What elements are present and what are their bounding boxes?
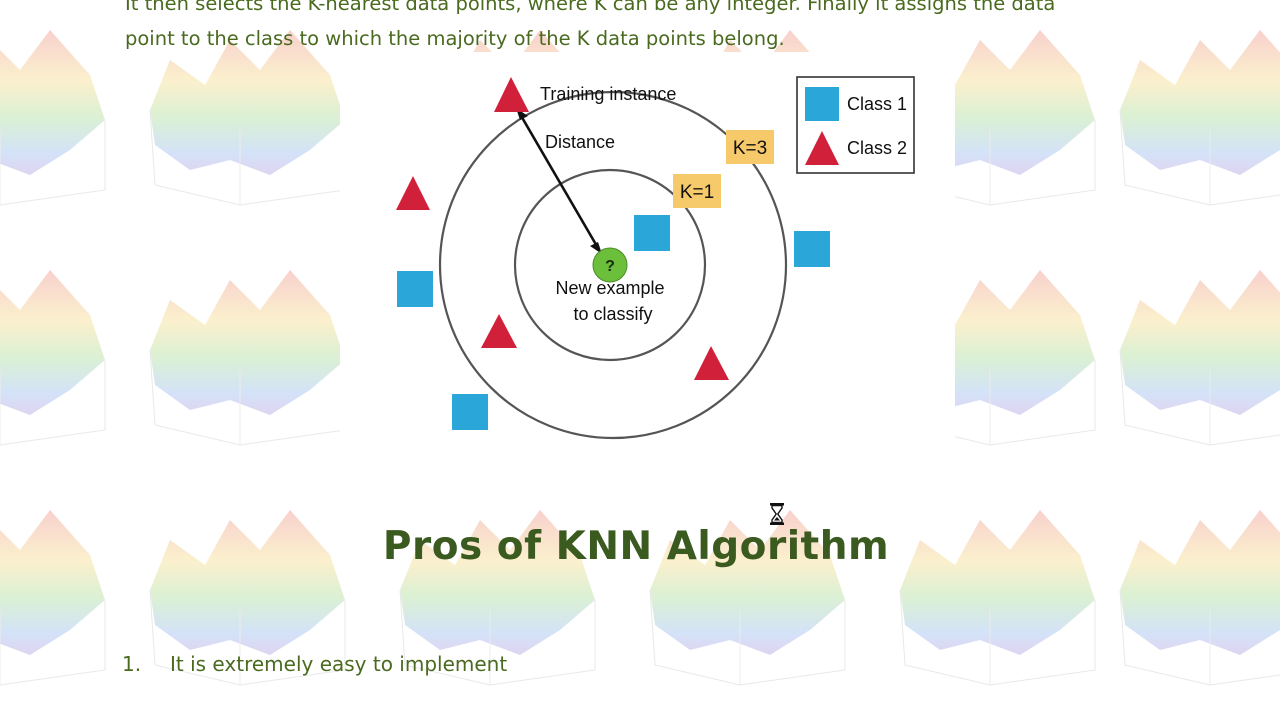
watermark-tile: [380, 480, 610, 690]
watermark-tile: [0, 0, 120, 210]
intro-line-1: It then selects the K-nearest data point…: [125, 0, 1056, 15]
class1-point: [397, 271, 433, 307]
k3-badge: [726, 130, 774, 164]
query-symbol: ?: [605, 258, 615, 275]
watermark-tile: [1100, 240, 1280, 450]
legend-class1-label: Class 1: [847, 94, 907, 114]
watermark-tile: [630, 480, 860, 690]
distance-label: Distance: [545, 132, 615, 152]
intro-paragraph: It then selects the K-nearest data point…: [125, 0, 1185, 56]
k1-badge: [673, 174, 721, 208]
pros-list: 1. It is extremely easy to implement: [122, 648, 507, 680]
section-title: Pros of KNN Algorithm: [382, 524, 890, 569]
knn-diagram: ? Training instance Distance New example…: [340, 52, 955, 470]
watermark-tile: [0, 480, 120, 690]
watermark-tile: [0, 240, 120, 450]
k3-circle: [438, 90, 788, 440]
distance-arrow-head-bottom: [590, 242, 602, 254]
watermark-tile: [130, 480, 360, 690]
k3-label: K=3: [733, 138, 767, 159]
watermark-tile: [1100, 480, 1280, 690]
training-instance-triangle: [494, 77, 529, 112]
class2-point: [481, 314, 517, 348]
training-instance-label: Training instance: [540, 84, 676, 104]
square-icon: [805, 87, 839, 121]
list-item-number: 1.: [122, 652, 142, 676]
knn-diagram-svg: ? Training instance Distance New example…: [396, 76, 915, 440]
triangle-icon: [805, 131, 839, 165]
new-example-point: [592, 247, 628, 283]
k1-label: K=1: [680, 182, 714, 203]
list-item: 1. It is extremely easy to implement: [122, 648, 507, 680]
distance-arrow: [518, 113, 600, 249]
k1-circle: [513, 168, 707, 362]
watermark-tile: [1100, 0, 1280, 210]
class1-point: [634, 215, 670, 251]
hourglass-cursor-icon: [770, 503, 784, 525]
new-example-label-line-1: New example: [555, 278, 664, 298]
new-example-label-line-2: to classify: [573, 304, 652, 324]
intro-line-2: point to the class to which the majority…: [125, 27, 785, 50]
legend-class2-label: Class 2: [847, 138, 907, 158]
class2-point: [694, 346, 729, 380]
class1-point: [452, 394, 488, 430]
legend: Class 1 Class 2: [796, 76, 915, 174]
class2-point: [396, 176, 430, 210]
class1-point: [794, 231, 830, 267]
list-item-text: It is extremely easy to implement: [170, 652, 508, 676]
watermark-tile: [880, 480, 1110, 690]
